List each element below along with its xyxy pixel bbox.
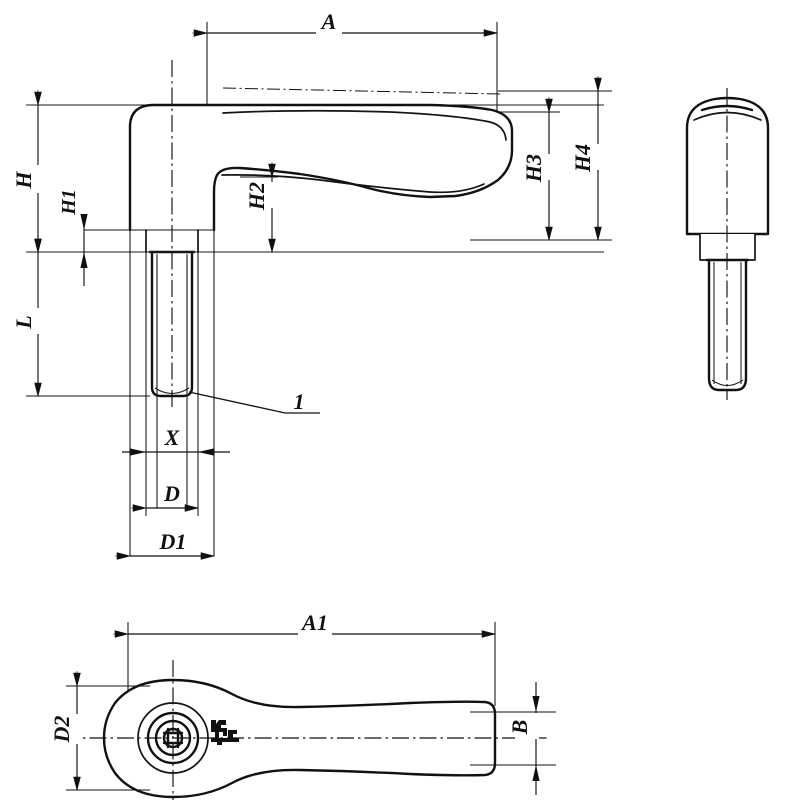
lever-top-parting-line bbox=[222, 109, 507, 141]
dimension-h: H bbox=[11, 105, 42, 252]
dim-x-arrow-left bbox=[130, 448, 146, 456]
dim-d1-label: D1 bbox=[159, 529, 187, 554]
dim-b-label: B bbox=[507, 720, 532, 736]
dim-a-label: A bbox=[320, 9, 337, 34]
dim-x-label-bg bbox=[160, 428, 184, 450]
dim-h1-label: H1 bbox=[58, 189, 80, 216]
lever-body-outline bbox=[128, 103, 514, 232]
dim-l-label-bg bbox=[18, 308, 42, 334]
dim-h-label-bg bbox=[18, 165, 42, 193]
dim-d2-label-bg bbox=[56, 714, 82, 744]
side-knob-crown-line bbox=[700, 104, 754, 112]
dimension-b: B bbox=[470, 682, 556, 795]
brand-mark-glyph bbox=[211, 720, 228, 745]
handle-ridge-centerline bbox=[222, 87, 501, 95]
dimension-d1: D1 bbox=[130, 529, 214, 556]
plan-lever-fill bbox=[104, 680, 495, 797]
dim-x-arrow-right bbox=[198, 448, 214, 456]
dim-h1-label-bg bbox=[64, 188, 86, 214]
brand-mark-icon bbox=[211, 720, 239, 745]
dim-a1-label: A1 bbox=[300, 610, 328, 635]
dim-h4-label: H4 bbox=[570, 144, 595, 173]
brand-mark-glyph-tail bbox=[228, 730, 239, 742]
dimension-l: L bbox=[11, 252, 150, 396]
callout-1-label: 1 bbox=[294, 389, 305, 414]
dim-b-label-bg bbox=[515, 713, 539, 739]
dimension-d2: D2 bbox=[49, 686, 150, 790]
dim-a1-label-bg bbox=[298, 613, 332, 635]
dim-d2-label: D2 bbox=[49, 716, 74, 744]
side-knob-outline bbox=[685, 96, 770, 236]
dim-h-label: H bbox=[11, 171, 36, 190]
dimension-x: X bbox=[122, 425, 230, 456]
plan-view: A1 bbox=[49, 610, 556, 800]
dim-l-label: L bbox=[11, 315, 36, 329]
callout-1-leader bbox=[188, 391, 320, 414]
dimension-h2: H2 bbox=[240, 177, 278, 252]
dimension-h3: H3 bbox=[470, 112, 612, 240]
lever-body-fill bbox=[130, 105, 512, 230]
dim-h1-arrow-bottom bbox=[80, 252, 88, 268]
dim-h3-label-bg bbox=[529, 154, 553, 180]
plan-lever-outline bbox=[102, 678, 497, 799]
side-stud-outline bbox=[707, 258, 748, 392]
dim-h1-arrow-top bbox=[80, 214, 88, 230]
side-view bbox=[685, 88, 770, 400]
dim-d-label-bg bbox=[160, 484, 184, 506]
dimension-d: D bbox=[146, 481, 198, 508]
dim-d1-label-bg bbox=[156, 531, 190, 553]
front-view: A bbox=[11, 9, 612, 556]
callout-1: 1 bbox=[188, 389, 320, 414]
dim-h4-label-bg bbox=[578, 144, 602, 170]
dimension-a1: A1 bbox=[128, 610, 495, 706]
dimension-h1: H1 bbox=[58, 188, 150, 286]
dim-b-arrow-top bbox=[532, 696, 540, 712]
dim-h2-label-bg bbox=[252, 182, 276, 208]
dim-x-label: X bbox=[164, 425, 181, 450]
dimension-h4: H4 bbox=[498, 91, 612, 240]
front-view-projection-lines bbox=[129, 230, 215, 556]
dim-b-arrow-bottom bbox=[532, 765, 540, 781]
dim-h3-label: H3 bbox=[521, 154, 546, 183]
dim-h2-label: H2 bbox=[244, 182, 269, 211]
dimension-a: A bbox=[207, 9, 497, 112]
side-knob-crown-inner bbox=[693, 111, 762, 121]
dim-d-label: D bbox=[163, 481, 180, 506]
dim-a-label-bg bbox=[316, 13, 342, 35]
